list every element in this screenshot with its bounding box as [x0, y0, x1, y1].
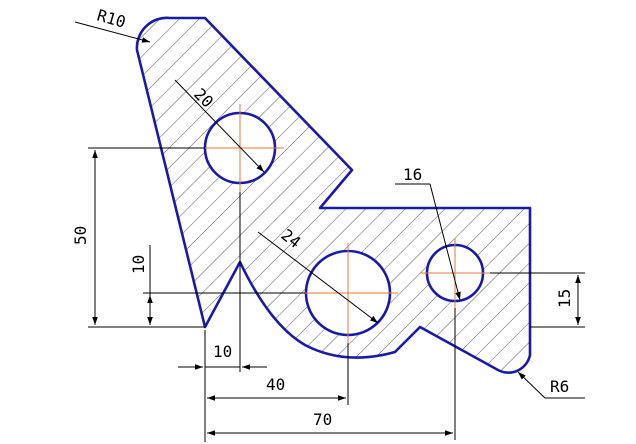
leader-r10 — [74, 21, 151, 43]
centerlines — [196, 104, 492, 343]
label-15: 15 — [555, 289, 574, 308]
label-40: 40 — [266, 375, 285, 394]
label-50: 50 — [71, 226, 90, 245]
leader-d20 — [174, 79, 265, 173]
label-d16: 16 — [403, 165, 422, 184]
leader-d24 — [257, 231, 379, 324]
label-10-vertical: 10 — [129, 255, 148, 274]
label-70: 70 — [313, 410, 332, 429]
leader-r6-diag — [517, 371, 546, 399]
label-10-horizontal: 10 — [213, 342, 232, 361]
leader-d16-diag — [429, 183, 461, 301]
label-r6: R6 — [550, 377, 569, 396]
extension-lines — [88, 147, 585, 442]
label-r10: R10 — [95, 6, 128, 32]
